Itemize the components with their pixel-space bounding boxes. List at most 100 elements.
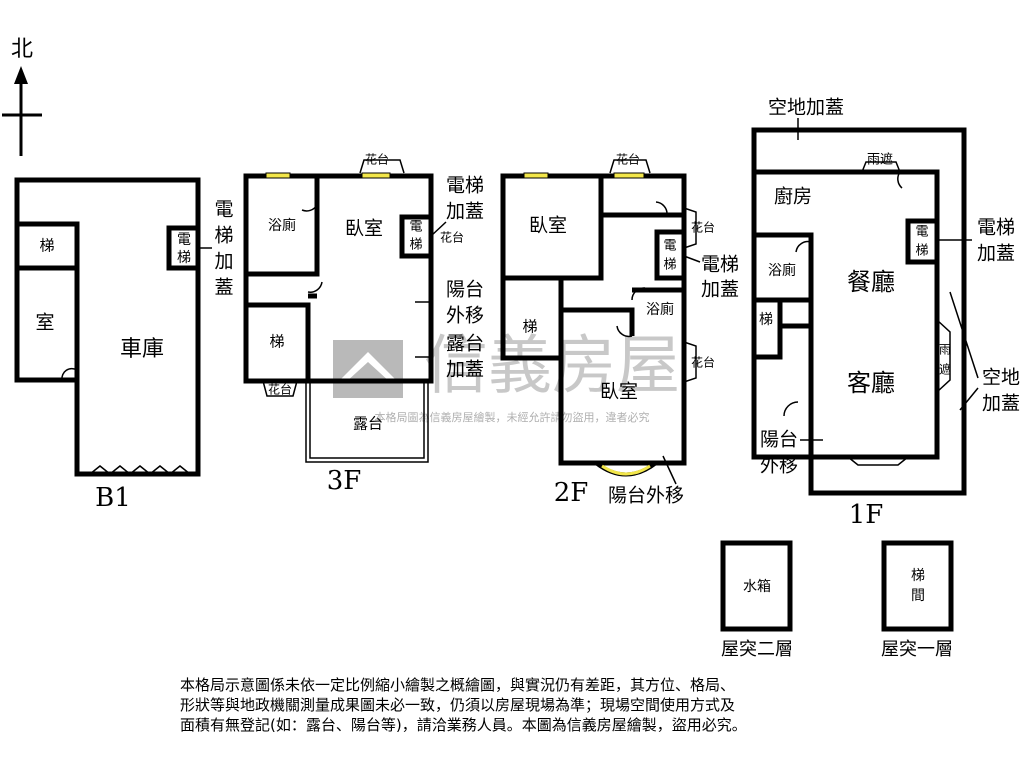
2f-inner-walls [500, 176, 687, 361]
1f-kitchen-label: 廚房 [774, 185, 812, 208]
1f-callout-balcony-1: 陽台 [760, 429, 798, 451]
2f-window-2 [613, 172, 645, 179]
2f-stair-label: 梯 [522, 318, 537, 336]
3f-doors [301, 204, 323, 293]
3f-flower-bottom-shape [262, 380, 298, 397]
2f-window-1 [523, 172, 549, 179]
2f-flower-side2: 花台 [691, 355, 715, 370]
b1-elevator-label-b: 梯 [177, 250, 191, 266]
3f-callout-elevator-1: 電梯 [446, 175, 484, 197]
b1-door [61, 367, 78, 381]
3f-elevator-label-b: 梯 [409, 238, 422, 253]
floor-2f: 花台 花台 花台 臥室 梯 浴廁 臥室 電 梯 電梯 加蓋 陽台外移 2F [500, 152, 739, 508]
2f-callout-balcony: 陽台外移 [608, 485, 684, 507]
2f-flower-side1: 花台 [691, 220, 715, 235]
roof1-outline [881, 540, 954, 632]
north-compass: 北 [2, 37, 42, 156]
1f-callout-top: 空地加蓋 [768, 97, 844, 119]
2f-bedroom-top-label: 臥室 [529, 215, 567, 237]
roof-level-2: 水箱 屋突二層 [720, 540, 793, 660]
footnote-line: 形狀等與地政機關測量成果圖未必一致，仍須以房屋現場為準；現場空間使用方式及 [180, 696, 736, 714]
3f-flower-top: 花台 [365, 152, 389, 167]
roof2-outline [720, 540, 793, 632]
roof2-room-label: 水箱 [743, 579, 771, 595]
1f-canopy-top: 雨遮 [867, 152, 893, 168]
b1-callout-char-1: 電 [214, 199, 233, 221]
roof1-room-label-a: 梯 [911, 568, 925, 584]
1f-bath-label: 浴廁 [768, 262, 796, 279]
2f-doors [616, 201, 668, 338]
roof2-caption: 屋突二層 [721, 639, 793, 660]
2f-elevator-label-a: 電 [663, 239, 676, 254]
2f-callout-lines [662, 255, 701, 485]
2f-bay-window-glass [601, 464, 651, 476]
1f-canopy-side-shape [936, 319, 951, 393]
1f-callout-elevator-2: 加蓋 [977, 243, 1015, 265]
3f-elevator-label-a: 電 [409, 220, 422, 235]
footnote-line: 本格局示意圖係未依一定比例縮小繪製之概繪圖，與實況仍有差距，其方位、格局、 [180, 676, 736, 694]
3f-window-1 [265, 172, 291, 179]
1f-callout-side-2: 加蓋 [982, 393, 1020, 415]
1f-canopy-side-b: 遮 [939, 362, 951, 377]
3f-flower-bottom: 花台 [268, 382, 292, 397]
3f-stair-label: 梯 [269, 333, 284, 351]
roof1-caption: 屋突一層 [881, 639, 953, 660]
3f-callout-balcony-1: 陽台 [446, 279, 484, 301]
b1-outer-wall [14, 177, 201, 477]
1f-bay-front [847, 456, 909, 466]
1f-caption: 1F [849, 500, 884, 530]
3f-terrace-rail [305, 381, 429, 463]
watermark-logo-icon [333, 340, 403, 398]
floor-b1: 梯 室 車庫 電 梯 電 梯 加 蓋 B1 [14, 177, 234, 513]
b1-garage-door [89, 465, 191, 475]
1f-elevator-label-b: 梯 [915, 244, 928, 259]
1f-callout-elevator-1: 電梯 [977, 217, 1015, 239]
3f-caption: 3F [327, 466, 362, 496]
1f-living-label: 客廳 [847, 369, 895, 397]
1f-outer-boundary [751, 127, 967, 496]
2f-flower-top-shape [609, 159, 651, 174]
watermark-brand: 信義房屋 [424, 330, 680, 404]
3f-bedroom-label: 臥室 [345, 218, 383, 240]
3f-callout-terrace-1: 露台 [446, 333, 484, 355]
b1-elevator-label-a: 電 [177, 232, 191, 248]
3f-callout-lines [415, 221, 447, 358]
b1-room-label: 室 [35, 312, 54, 334]
3f-window-2 [361, 172, 391, 179]
3f-callout-balcony-2: 外移 [446, 305, 484, 327]
watermark-notice: 本格局圖為信義房屋繪製，未經允許請勿盜用，違者必究 [375, 410, 650, 424]
1f-callout-side-1: 空地 [982, 367, 1020, 389]
b1-stair-label: 梯 [39, 237, 54, 255]
3f-bath-label: 浴廁 [268, 217, 296, 234]
footnote-line: 面積有無登記(如：露台、陽台等)，請洽業務人員。本圖為信義房屋繪製，盜用必究。 [180, 716, 747, 734]
b1-caption: B1 [95, 483, 131, 513]
1f-canopy-top-shape [861, 161, 901, 173]
1f-canopy-side-a: 雨 [939, 343, 951, 357]
2f-flower-side1-shape [683, 207, 697, 249]
disclaimer-footnote: 本格局示意圖係未依一定比例縮小繪製之概繪圖，與實況仍有差距，其方位、格局、 形狀… [180, 675, 860, 735]
watermark: 信義房屋 本格局圖為信義房屋繪製，未經允許請勿盜用，違者必究 [333, 330, 680, 424]
floor-3f: 花台 花台 花台 浴廁 臥室 梯 露台 電 梯 電梯 加蓋 陽台 外移 露台 加… [243, 152, 484, 496]
3f-inner-walls [246, 176, 434, 381]
roof-level-1: 梯 間 屋突一層 [881, 540, 954, 660]
north-label: 北 [11, 37, 33, 62]
floor-1f: 雨遮 雨 遮 廚房 浴廁 梯 餐廳 客廳 電 梯 空地加蓋 電梯 加蓋 空地 加… [751, 97, 1020, 530]
2f-caption: 2F [554, 478, 589, 508]
3f-flower-side: 花台 [440, 230, 464, 245]
2f-bath-label: 浴廁 [646, 301, 674, 318]
1f-doors [783, 171, 903, 417]
roof1-room-label-b: 間 [911, 588, 925, 604]
b1-callout-char-2: 梯 [214, 225, 233, 247]
3f-callout-elevator-2: 加蓋 [446, 201, 484, 223]
b1-garage-label: 車庫 [120, 337, 164, 362]
3f-callout-terrace-2: 加蓋 [446, 359, 484, 381]
north-arrow-icon [14, 66, 28, 84]
2f-callout-elevator-2: 加蓋 [701, 279, 739, 301]
b1-callout-char-4: 蓋 [214, 277, 233, 299]
b1-inner-wall [17, 221, 201, 380]
1f-callout-lines [797, 118, 979, 441]
1f-main-walls [751, 169, 940, 460]
1f-callout-balcony-2: 外移 [760, 455, 798, 477]
2f-elevator-label-b: 梯 [663, 258, 676, 273]
